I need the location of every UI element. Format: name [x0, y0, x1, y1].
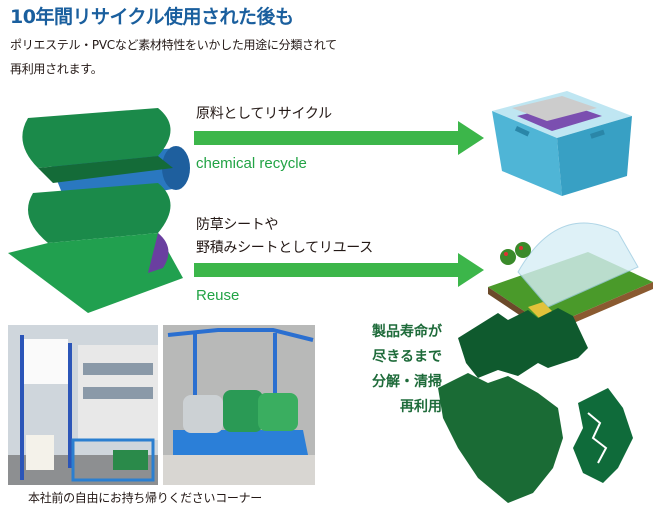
reuse-arrow-icon	[194, 253, 484, 287]
page-title: 10年間リサイクル使用された後も	[10, 6, 294, 28]
recycle-arrow-icon	[194, 121, 484, 155]
lifecycle-line: 製品寿命が	[372, 324, 442, 340]
reuse-label-jp-line1: 防草シートや	[196, 217, 279, 233]
rolled-sheets-illustration	[8, 108, 190, 313]
reuse-label-en: Reuse	[196, 287, 240, 304]
subtitle-line1: ポリエステル・PVCなど素材特性をいかした用途に分類されて	[10, 38, 337, 52]
subtitle-line2: 再利用されます。	[10, 62, 103, 76]
takeaway-corner-photo	[163, 325, 315, 485]
lifecycle-line: 分解・清掃	[372, 374, 442, 390]
store-front-photo	[8, 325, 158, 485]
recycle-bin-illustration	[492, 91, 632, 196]
shredded-sheet-pieces	[438, 308, 633, 503]
recycle-label-jp: 原料としてリサイクル	[196, 106, 332, 122]
lifecycle-text: 製品寿命が 尽きるまで 分解・清掃 再利用	[330, 320, 442, 420]
recycle-label-en: chemical recycle	[196, 155, 307, 172]
lifecycle-line: 再利用	[400, 399, 442, 415]
reuse-label-jp-line2: 野積みシートとしてリユース	[196, 240, 373, 256]
lifecycle-line: 尽きるまで	[372, 349, 442, 365]
photo-caption: 本社前の自由にお持ち帰りくださいコーナー	[28, 491, 263, 505]
